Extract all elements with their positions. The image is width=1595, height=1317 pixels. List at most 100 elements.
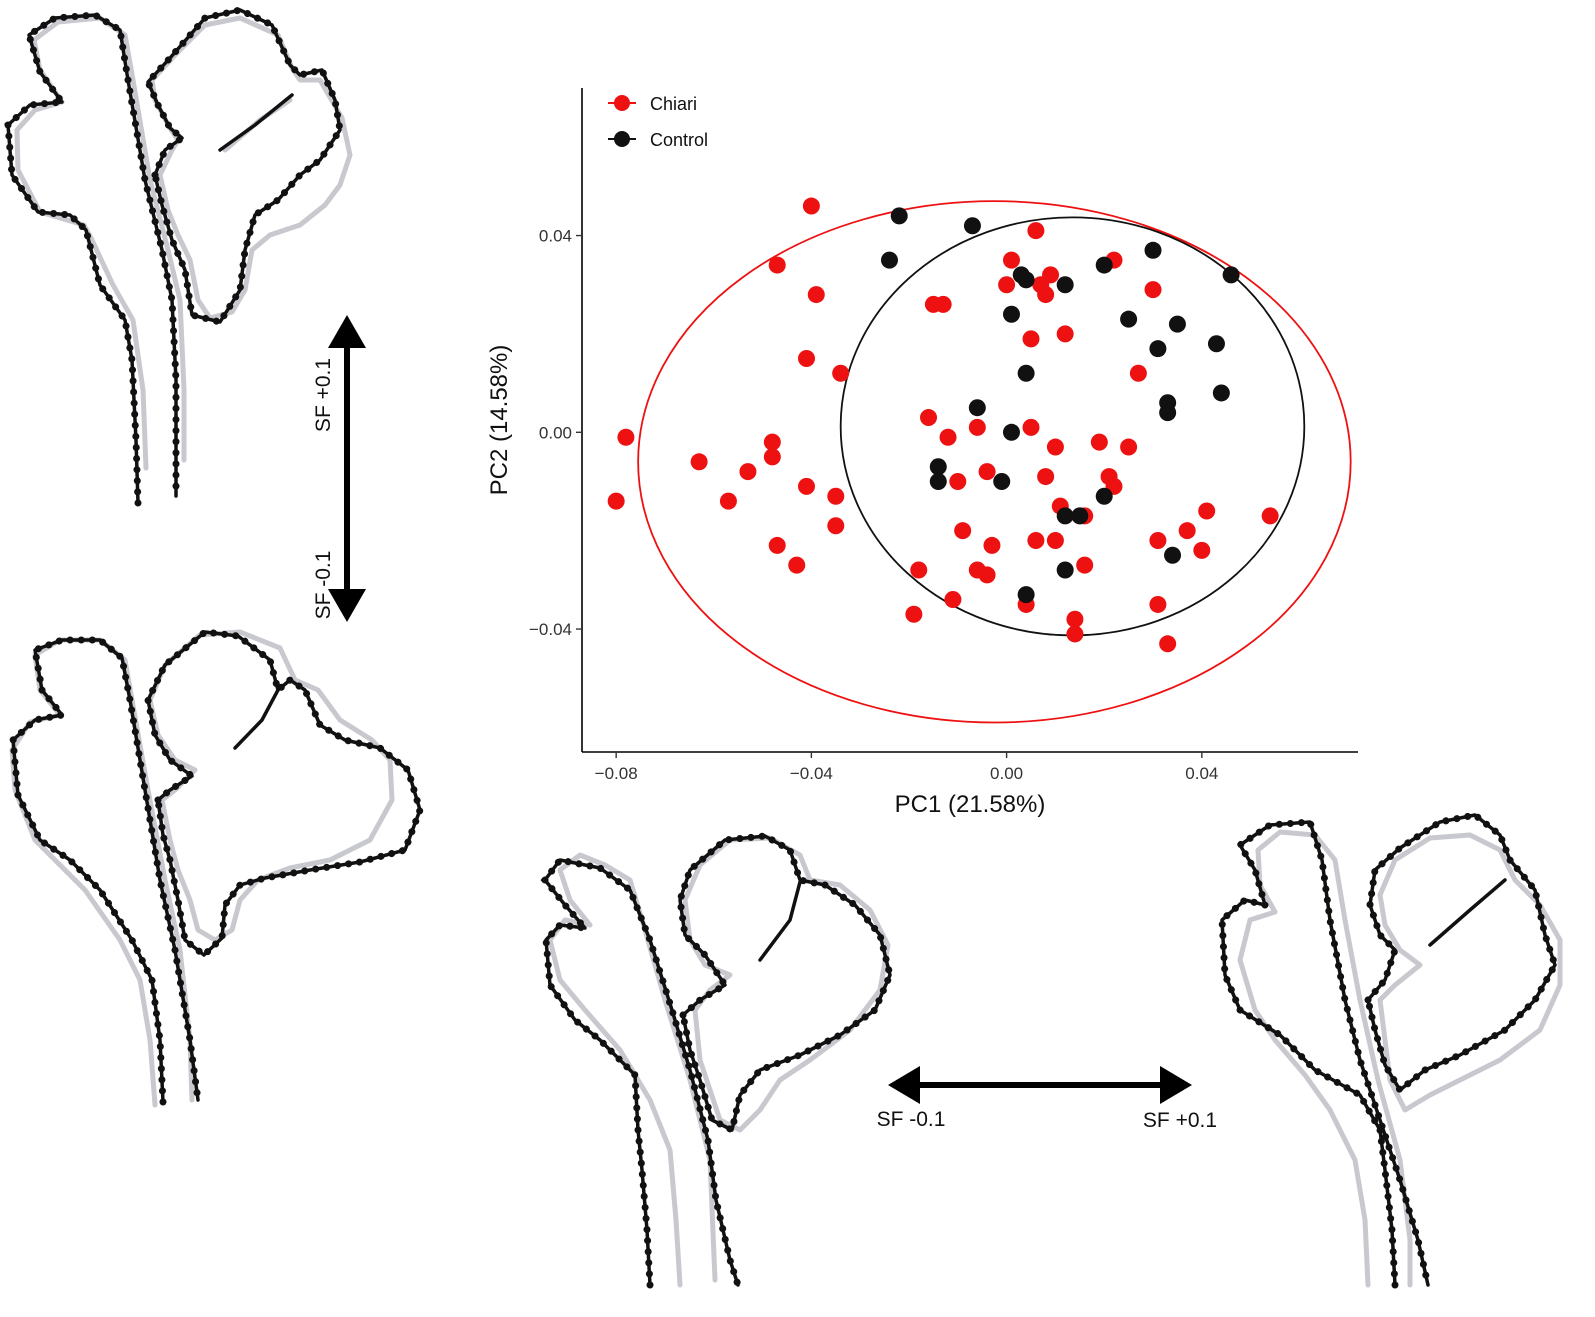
x-tick-label: −0.04 <box>790 764 833 783</box>
extreme-shape-landmarks <box>540 832 894 1289</box>
point-chiari <box>607 492 625 510</box>
shape-outline-pc1-negative <box>540 832 894 1289</box>
x-axis-title: PC1 (21.58%) <box>895 791 1046 818</box>
legend-key-dot <box>614 131 630 147</box>
point-control <box>1056 507 1074 525</box>
y-axis-title: PC2 (14.58%) <box>486 345 513 496</box>
sf-label-pc1-positive: SF +0.1 <box>1143 1109 1217 1132</box>
point-chiari <box>949 472 967 490</box>
point-chiari <box>939 428 957 446</box>
point-chiari <box>978 463 996 481</box>
point-chiari <box>763 433 781 451</box>
extreme-shape-landmarks <box>4 6 344 507</box>
point-chiari <box>1037 286 1055 304</box>
point-chiari <box>1149 532 1167 550</box>
point-control <box>1017 586 1035 604</box>
shape-outline-pc1-positive <box>1218 811 1563 1289</box>
mean-shape-outline <box>9 629 395 1108</box>
extreme-shape-outline <box>11 630 422 1104</box>
point-control <box>1222 266 1240 284</box>
point-chiari <box>1144 281 1162 299</box>
point-chiari <box>1027 222 1045 240</box>
point-chiari <box>1120 438 1138 456</box>
point-chiari <box>719 492 737 510</box>
point-control <box>1071 507 1089 525</box>
point-chiari <box>832 364 850 382</box>
x-tick-label: 0.04 <box>1185 764 1218 783</box>
extreme-shape-landmarks <box>1218 811 1559 1289</box>
point-control <box>1095 256 1113 274</box>
y-tick-label: −0.04 <box>529 620 572 639</box>
legend: Chiari Control <box>608 94 708 150</box>
point-control <box>1144 241 1162 259</box>
legend-item-chiari: Chiari <box>608 94 697 114</box>
point-chiari <box>827 487 845 505</box>
point-control <box>1120 310 1138 328</box>
x-tick-label: −0.08 <box>595 764 638 783</box>
sf-label-pc1-negative: SF -0.1 <box>877 1108 946 1131</box>
point-chiari <box>1261 507 1279 525</box>
point-chiari <box>954 522 972 540</box>
vertical-double-arrow <box>328 315 366 622</box>
point-control <box>1056 276 1074 294</box>
point-control <box>1002 423 1020 441</box>
point-chiari <box>1022 418 1040 436</box>
shape-outline-pc2-positive <box>4 6 353 507</box>
y-tick-label: 0.00 <box>539 423 572 442</box>
point-chiari <box>1046 532 1064 550</box>
point-chiari <box>1002 251 1020 269</box>
point-chiari <box>798 350 816 368</box>
point-chiari <box>1178 522 1196 540</box>
point-chiari <box>1066 625 1084 643</box>
point-chiari <box>944 591 962 609</box>
point-chiari <box>934 295 952 313</box>
point-chiari <box>1090 433 1108 451</box>
mean-shape-outline <box>1237 829 1563 1288</box>
point-chiari <box>617 428 635 446</box>
legend-item-control: Control <box>608 130 708 150</box>
point-chiari <box>827 517 845 535</box>
point-control <box>963 217 981 235</box>
point-control <box>1017 271 1035 289</box>
axes: −0.08 −0.04 0.00 0.04 −0.04 0.00 0.04 <box>529 88 1358 783</box>
point-chiari <box>1046 438 1064 456</box>
point-chiari <box>798 477 816 495</box>
point-chiari <box>1066 610 1084 628</box>
point-chiari <box>910 561 928 579</box>
point-control <box>1207 335 1225 353</box>
extreme-shape-landmarks <box>9 628 424 1106</box>
point-control <box>1164 546 1182 564</box>
point-control <box>1159 404 1177 422</box>
point-chiari <box>1159 635 1177 653</box>
point-chiari <box>1056 325 1074 343</box>
legend-label: Control <box>650 130 708 150</box>
point-chiari <box>788 556 806 574</box>
x-tick-label: 0.00 <box>990 764 1023 783</box>
point-chiari <box>763 448 781 466</box>
y-tick-label: 0.04 <box>539 227 572 246</box>
point-control <box>1212 384 1230 402</box>
point-chiari <box>768 256 786 274</box>
scatter-plot: −0.08 −0.04 0.00 0.04 −0.04 0.00 0.04 PC1 (21… <box>486 88 1358 818</box>
point-control <box>1168 315 1186 333</box>
point-chiari <box>983 536 1001 554</box>
point-control <box>1002 305 1020 323</box>
point-chiari <box>1198 502 1216 520</box>
legend-label: Chiari <box>650 94 697 114</box>
point-chiari <box>1129 364 1147 382</box>
point-chiari <box>802 197 820 215</box>
shape-outline-pc2-negative <box>9 628 424 1108</box>
point-chiari <box>739 463 757 481</box>
point-chiari <box>1193 541 1211 559</box>
ellipse-chiari <box>637 200 1352 724</box>
y-ticks: −0.04 0.00 0.04 <box>529 227 582 639</box>
point-control <box>993 472 1011 490</box>
point-control <box>1017 364 1035 382</box>
point-chiari <box>1027 532 1045 550</box>
point-control <box>1056 561 1074 579</box>
point-chiari <box>978 566 996 584</box>
point-chiari <box>1022 330 1040 348</box>
point-chiari <box>768 536 786 554</box>
point-chiari <box>968 418 986 436</box>
